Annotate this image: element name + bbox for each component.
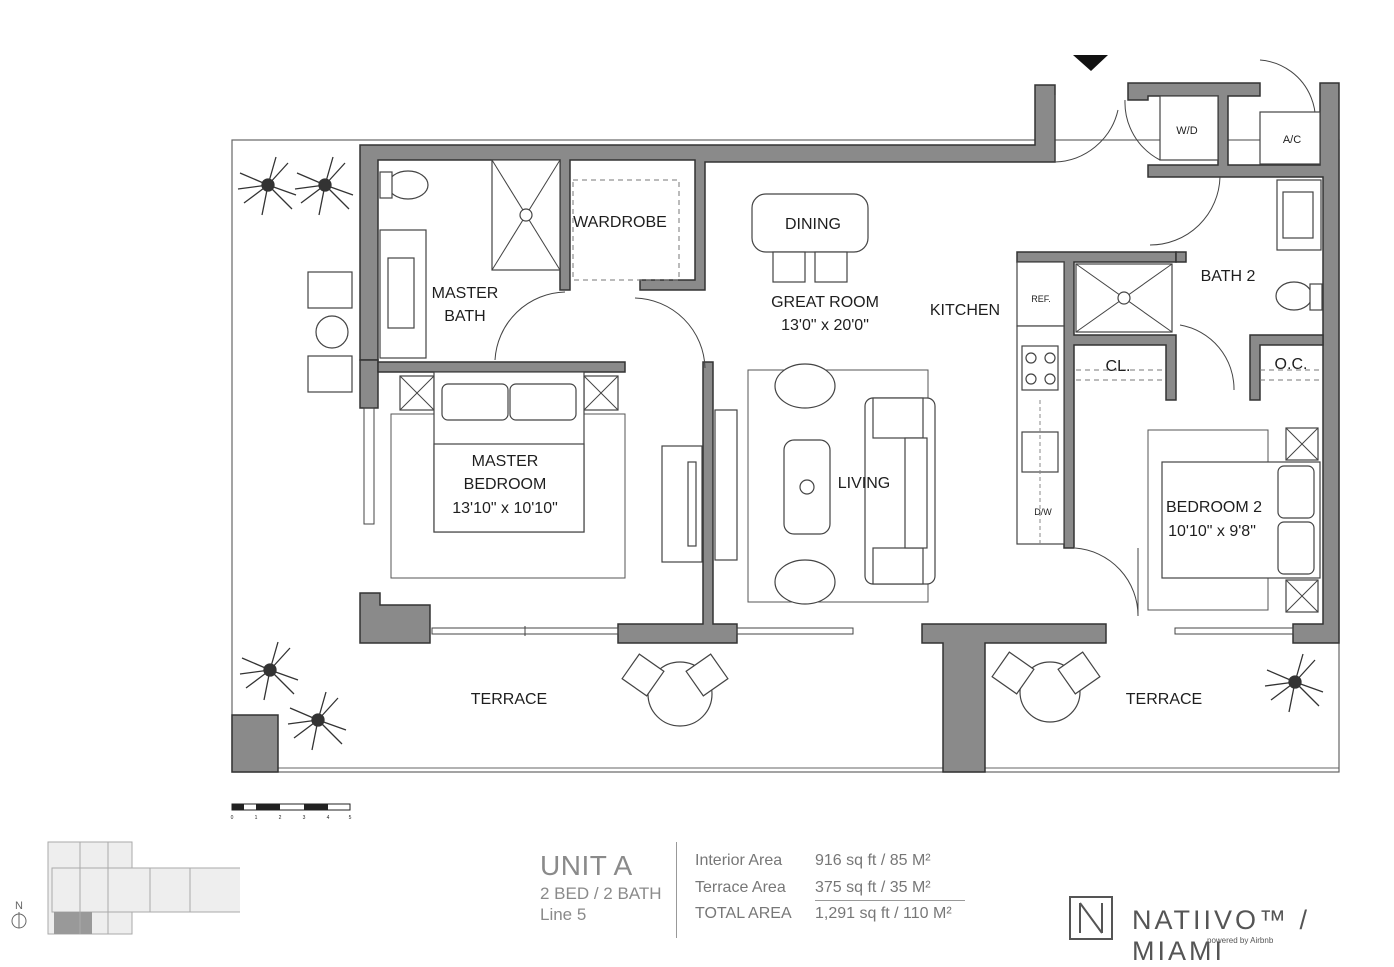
scale-bar: 0 1 2 3 4 5 [231, 803, 352, 821]
key-plan: N [11, 841, 240, 935]
scale-tick-0: 0 [231, 815, 234, 821]
living-furniture [661, 363, 936, 605]
label-great-room: GREAT ROOM [771, 294, 879, 311]
interior-area-label: Interior Area [695, 852, 783, 869]
label-wardrobe: WARDROBE [573, 214, 667, 231]
bath2-fixtures [1075, 95, 1323, 333]
scale-tick-4: 4 [327, 815, 330, 821]
scale-tick-3: 3 [303, 815, 306, 821]
label-wd: W/D [1176, 125, 1197, 137]
bedroom2-furniture [1147, 427, 1321, 613]
doors [494, 59, 1316, 617]
exterior-walls [231, 82, 1340, 773]
total-area-value: 1,291 sq ft / 110 M² [815, 905, 952, 922]
floor-plan: WARDROBE DINING GREAT ROOM 13'0" x 20'0"… [231, 55, 1340, 821]
label-living: LIVING [838, 475, 890, 492]
label-bath2: BATH 2 [1201, 268, 1256, 285]
brand-sub: powered by Airbnb [1207, 936, 1274, 945]
label-master-bedroom-1: MASTER [472, 453, 539, 470]
closet-lines [1076, 369, 1323, 381]
scale-tick-2: 2 [279, 815, 282, 821]
plant-icons [237, 156, 1324, 751]
label-open-closet: O.C. [1275, 356, 1308, 373]
label-great-room-dim: 13'0" x 20'0" [781, 317, 869, 334]
unit-title: UNIT A [540, 850, 633, 881]
brand-logo-icon [1069, 896, 1113, 940]
label-master-bedroom-dim: 13'10" x 10'10" [452, 500, 558, 517]
label-master-bath-1: MASTER [432, 285, 499, 302]
label-dining: DINING [785, 216, 841, 233]
label-closet: CL. [1106, 358, 1131, 375]
total-underline [815, 900, 965, 901]
scale-tick-5: 5 [349, 815, 352, 821]
unit-beds: 2 BED / 2 BATH [540, 884, 662, 903]
label-master-bedroom-2: BEDROOM [464, 476, 547, 493]
label-master-bath-2: BATH [444, 308, 485, 325]
footer-divider [676, 842, 677, 938]
terrace-furniture [307, 271, 1101, 727]
label-ref: REF. [1031, 294, 1051, 304]
unit-line: Line 5 [540, 905, 587, 924]
north-label: N [15, 900, 23, 912]
windows [363, 407, 1294, 636]
master-bedroom-furniture [390, 371, 626, 579]
wardrobe-outline [572, 179, 680, 281]
label-dw: D/W [1034, 507, 1052, 517]
terrace-area-label: Terrace Area [695, 879, 786, 896]
total-area-label: TOTAL AREA [695, 905, 792, 922]
master-bath-fixtures [379, 159, 561, 359]
scale-tick-1: 1 [255, 815, 258, 821]
kitchen-fixtures [1016, 261, 1065, 545]
dining-table [751, 193, 869, 283]
label-kitchen: KITCHEN [930, 302, 1000, 319]
label-terrace-left: TERRACE [471, 691, 547, 708]
interior-area-value: 916 sq ft / 85 M² [815, 852, 931, 869]
label-terrace-right: TERRACE [1126, 691, 1202, 708]
terrace-area-value: 375 sq ft / 35 M² [815, 879, 931, 896]
label-ac: A/C [1283, 134, 1301, 146]
label-bedroom2-dim: 10'10" x 9'8" [1168, 523, 1256, 540]
label-bedroom2: BEDROOM 2 [1166, 499, 1262, 516]
entry-arrow-icon [1073, 55, 1108, 71]
